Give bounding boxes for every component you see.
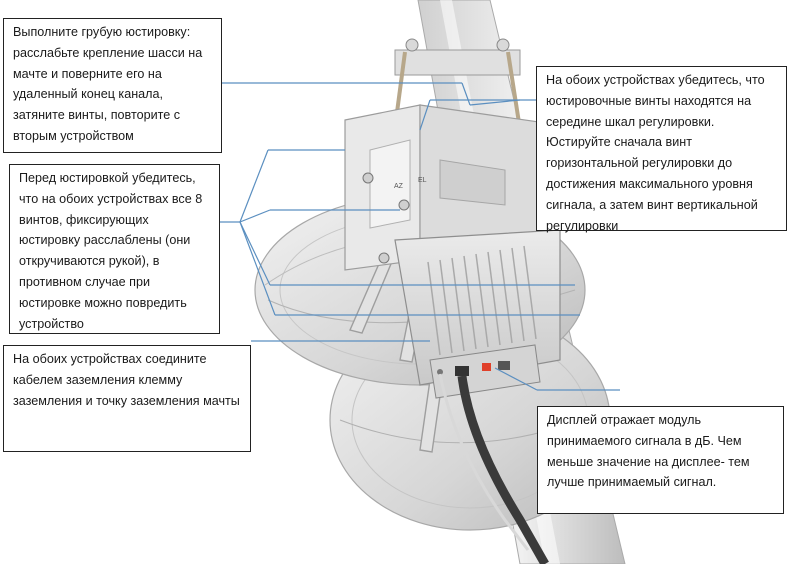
cables (438, 373, 549, 564)
leader-lines (220, 82, 620, 391)
chassis-frame: AZ EL (344, 104, 561, 271)
azimuth-scale-label: AZ (394, 183, 404, 190)
callout-loosen-screws: Перед юстировкой убедитесь, что на обоих… (9, 164, 220, 334)
signal-display (482, 363, 491, 371)
callout-rough-alignment: Выполните грубую юстировку: расслабьте к… (3, 18, 222, 153)
ground-terminal (437, 369, 443, 375)
callout-grounding: На обоих устройствах соедините кабелем з… (3, 345, 251, 452)
callout-display: Дисплей отражает модуль принимаемого сиг… (537, 406, 784, 514)
callout-alignment-screws: На обоих устройствах убедитесь, что юсти… (536, 66, 787, 233)
radio-unit (394, 229, 561, 399)
ethernet-port (455, 366, 469, 376)
elevation-scale-label: EL (418, 177, 427, 184)
service-port (498, 361, 510, 370)
heat-sink-fins (427, 245, 537, 356)
